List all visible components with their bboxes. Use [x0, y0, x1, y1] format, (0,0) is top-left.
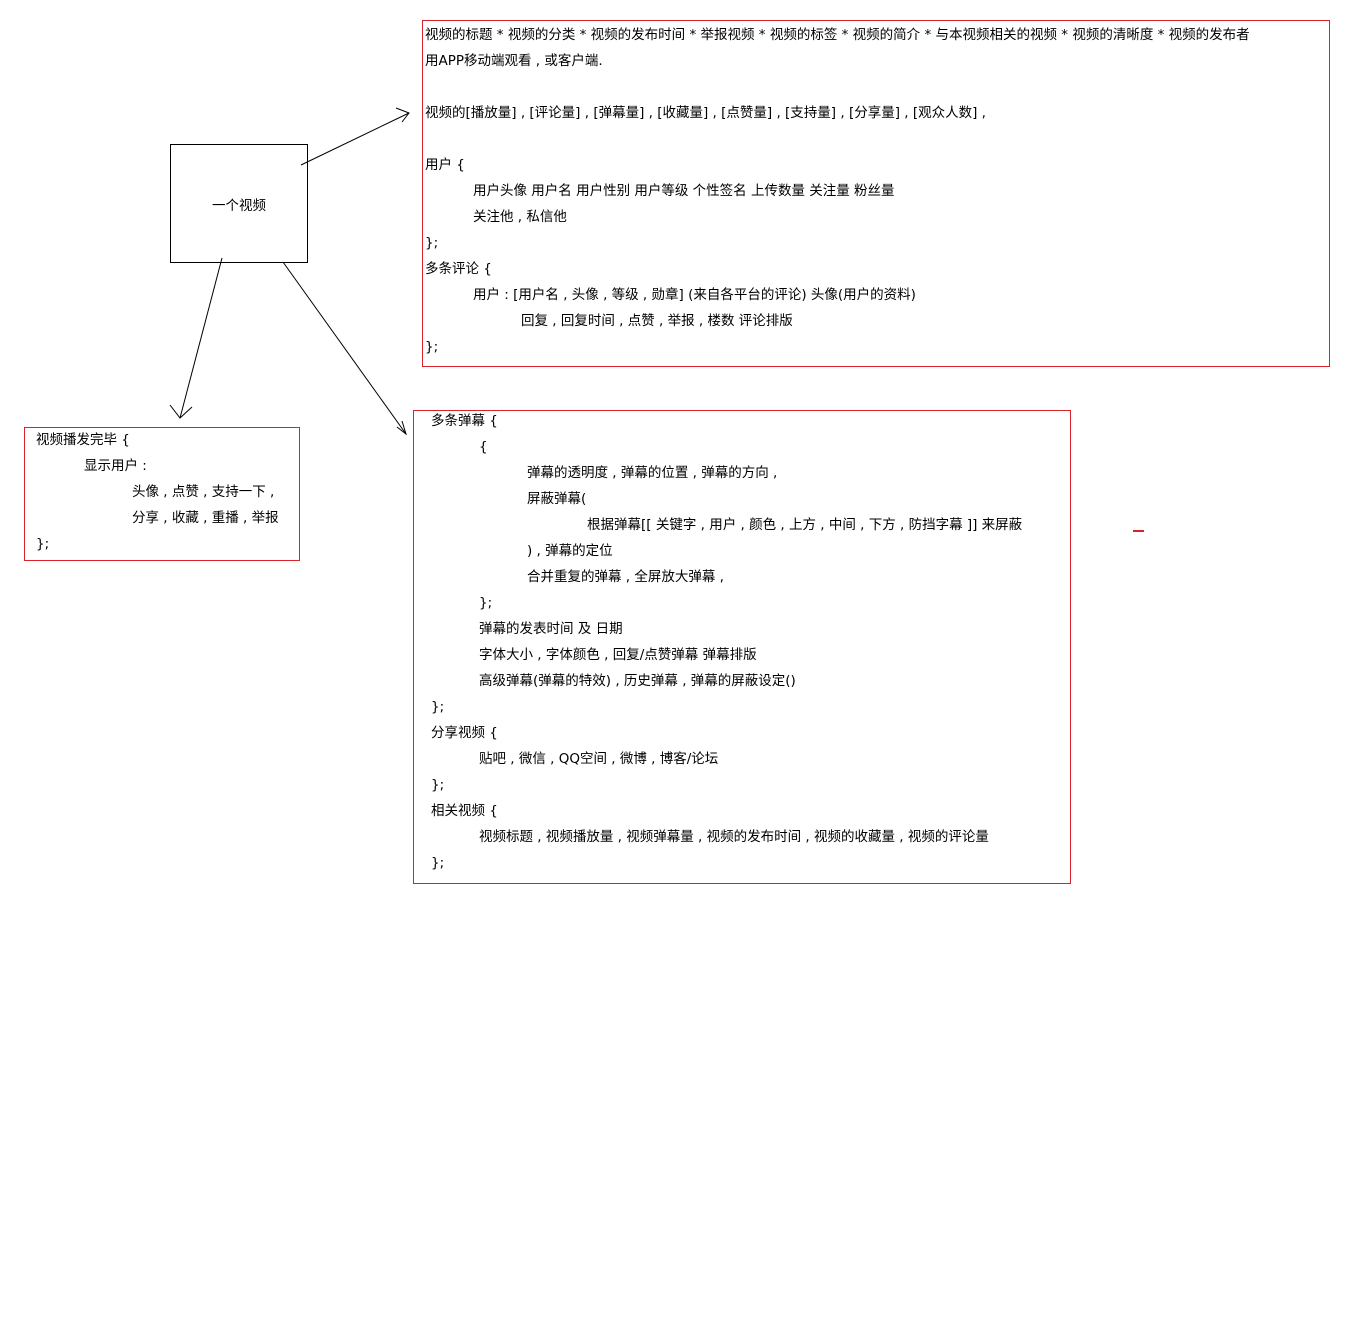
user-section-close: }; — [425, 235, 439, 251]
danmaku-section-open: 多条弹幕 { — [431, 413, 498, 429]
danmaku-font-line: 字体大小 , 字体颜色 , 回复/点赞弹幕 弹幕排版 — [479, 647, 757, 663]
related-section-close: }; — [431, 855, 445, 871]
user-actions-line: 关注他 , 私信他 — [473, 209, 567, 225]
user-actions-line: 头像 , 点赞 , 支持一下 , — [132, 484, 275, 500]
red-dash-mark — [1133, 530, 1144, 532]
playback-finished-box: 视频播发完毕 { 显示用户 : 头像 , 点赞 , 支持一下 , 分享 , 收藏… — [24, 427, 300, 561]
video-info-line: 用APP移动端观看 , 或客户端. — [425, 53, 603, 69]
show-user-line: 显示用户 : — [84, 458, 147, 474]
user-actions-line: 分享 , 收藏 , 重播 , 举报 — [132, 510, 279, 526]
related-section-open: 相关视频 { — [431, 803, 498, 819]
share-section-close: }; — [431, 777, 445, 793]
arrowhead-bottom-box — [396, 420, 407, 436]
arrowhead-top-box — [395, 107, 410, 123]
danmaku-section-close: }; — [431, 699, 445, 715]
danmaku-advanced-line: 高级弹幕(弹幕的特效) , 历史弹幕 , 弹幕的屏蔽设定() — [479, 673, 796, 689]
arrowhead-left-box — [169, 404, 193, 419]
danmaku-position-line: ) , 弹幕的定位 — [527, 543, 613, 559]
danmaku-block-line: 屏蔽弹幕( — [527, 491, 587, 507]
center-node-label: 一个视频 — [212, 197, 266, 214]
danmaku-inner-open: { — [479, 439, 488, 455]
arrow-to-left-box — [179, 257, 223, 419]
comment-reply-line: 回复 , 回复时间 , 点赞 , 举报 , 楼数 评论排版 — [521, 313, 793, 329]
share-targets-line: 贴吧 , 微信 , QQ空间 , 微博 , 博客/论坛 — [479, 751, 719, 767]
danmaku-inner-close: }; — [479, 595, 493, 611]
danmaku-time-line: 弹幕的发表时间 及 日期 — [479, 621, 623, 637]
video-info-box: 视频的标题 * 视频的分类 * 视频的发布时间 * 举报视频 * 视频的标签 *… — [422, 20, 1330, 367]
danmaku-block-rule-line: 根据弹幕[[ 关键字 , 用户 , 颜色 , 上方 , 中间 , 下方 , 防挡… — [587, 517, 1023, 533]
video-stats-line: 视频的[播放量] , [评论量] , [弹幕量] , [收藏量] , [点赞量]… — [425, 105, 986, 121]
arrow-to-bottom-box — [282, 261, 407, 435]
center-node-video: 一个视频 — [170, 144, 308, 263]
user-section-open: 用户 { — [425, 157, 465, 173]
comments-section-close: }; — [425, 339, 439, 355]
comment-user-line: 用户 : [用户名 , 头像 , 等级 , 勋章] (来自各平台的评论) 头像(… — [473, 287, 916, 303]
playback-finished-close: }; — [36, 536, 50, 552]
danmaku-box: 多条弹幕 { { 弹幕的透明度 , 弹幕的位置 , 弹幕的方向 , 屏蔽弹幕( … — [413, 410, 1071, 884]
user-fields-line: 用户头像 用户名 用户性别 用户等级 个性签名 上传数量 关注量 粉丝量 — [473, 183, 895, 199]
danmaku-property-line: 弹幕的透明度 , 弹幕的位置 , 弹幕的方向 , — [527, 465, 778, 481]
related-fields-line: 视频标题 , 视频播放量 , 视频弹幕量 , 视频的发布时间 , 视频的收藏量 … — [479, 829, 989, 845]
danmaku-merge-line: 合并重复的弹幕 , 全屏放大弹幕 , — [527, 569, 724, 585]
playback-finished-open: 视频播发完毕 { — [36, 432, 130, 448]
arrow-to-top-box — [300, 112, 410, 166]
video-info-line: 视频的标题 * 视频的分类 * 视频的发布时间 * 举报视频 * 视频的标签 *… — [425, 27, 1250, 43]
share-section-open: 分享视频 { — [431, 725, 498, 741]
comments-section-open: 多条评论 { — [425, 261, 492, 277]
